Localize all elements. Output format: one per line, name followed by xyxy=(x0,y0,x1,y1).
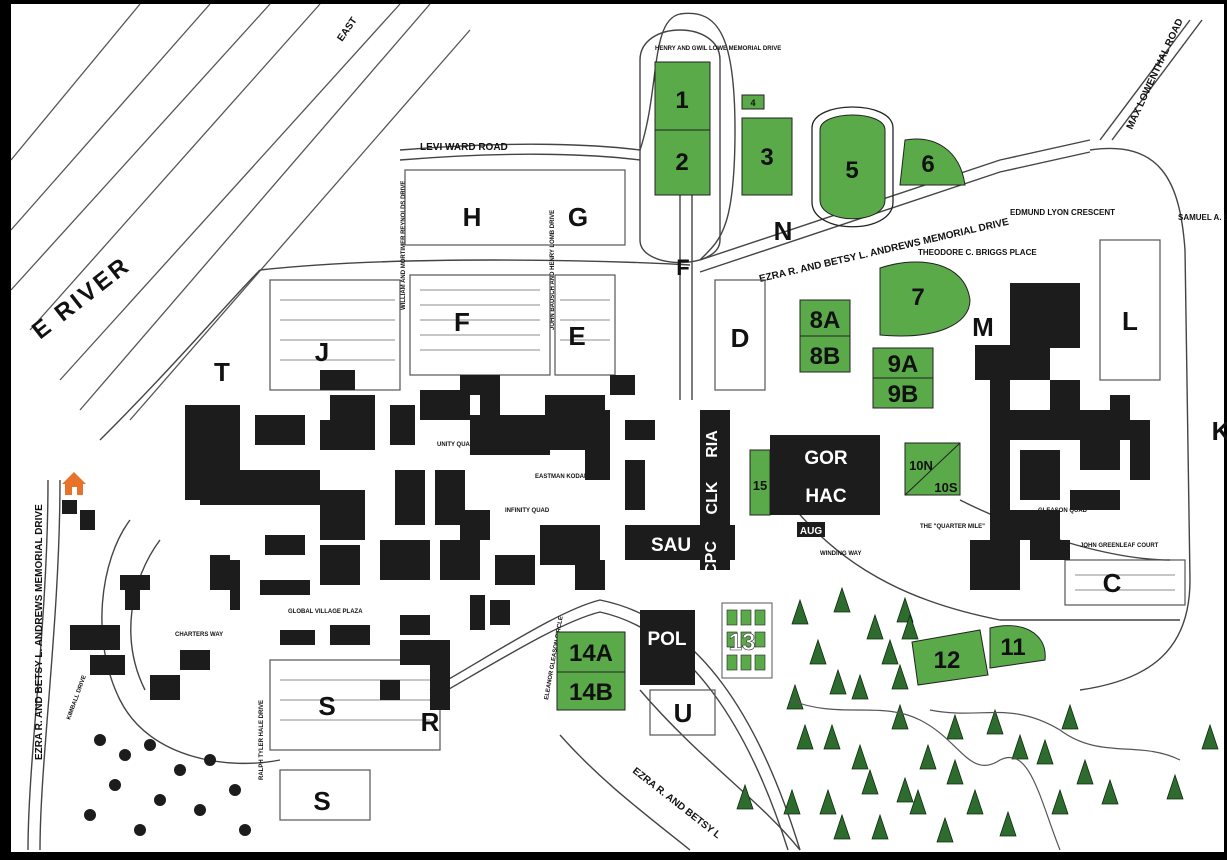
road-label-winding-way: WINDING WAY xyxy=(820,551,861,557)
lot-label-n: N xyxy=(774,216,793,246)
field-label-1: 1 xyxy=(675,87,688,114)
field-label-5: 5 xyxy=(845,157,858,184)
forest-trail-2 xyxy=(929,709,1181,761)
field-6-shape xyxy=(899,138,966,186)
buildings xyxy=(70,283,1150,710)
building-label-clk: CLK xyxy=(704,481,721,514)
building-label-sau: SAU xyxy=(651,535,691,556)
label-infinity-quad: INFINITY QUAD xyxy=(505,508,550,514)
lot-label-k: K xyxy=(1212,416,1227,446)
running-track xyxy=(811,106,894,228)
field-5-shape xyxy=(819,114,886,220)
road-label-levi-ward: LEVI WARD ROAD xyxy=(420,142,508,153)
field-label-9b: 9B xyxy=(888,381,919,408)
field-8b-shape xyxy=(799,335,851,373)
lot-label-l: L xyxy=(1122,306,1138,336)
field-label-13: 13 xyxy=(729,629,756,656)
field-1-shape xyxy=(654,61,711,131)
lot-label-d: D xyxy=(731,323,750,353)
lot-label-c: C xyxy=(1103,568,1122,598)
road-label-samuel-latimore: SAMUEL A. LATIMORE xyxy=(1178,213,1227,222)
lot-label-t: T xyxy=(214,357,230,387)
lot-label-u: U xyxy=(674,698,693,728)
lot-label-r: R xyxy=(421,707,440,737)
lot-label-h: H xyxy=(463,202,482,232)
housing-trees xyxy=(84,734,251,836)
field-12-shape xyxy=(911,629,989,686)
road-label-theodore-briggs: THEODORE C. BRIGGS PLACE xyxy=(918,248,1037,257)
road-label-lomb-drive: JOHN BAUSCH AND HENRY LOMB DRIVE xyxy=(550,210,556,330)
lot-label-e: E xyxy=(568,321,585,351)
field-14b-shape xyxy=(556,671,626,711)
road-network xyxy=(27,12,1203,851)
field-9b-shape xyxy=(872,377,934,409)
tree-icons xyxy=(736,586,1219,843)
building-label-hac: HAC xyxy=(805,486,846,507)
road-label-henry-lowe: HENRY AND GWIL LOWE MEMORIAL DRIVE xyxy=(655,46,781,52)
label-eastman-quad: EASTMAN KODAK QUAD xyxy=(535,474,608,480)
building-label-gor: GOR xyxy=(804,448,848,469)
label-gleason-quad: GLEASON QUAD xyxy=(1038,508,1088,514)
building-label-pol: POL xyxy=(647,629,686,650)
field-13-courts xyxy=(726,609,766,671)
field-label-12: 12 xyxy=(934,647,961,674)
field-label-6: 6 xyxy=(921,151,934,178)
lot-label-f: F xyxy=(454,307,470,337)
field-label-7: 7 xyxy=(911,284,924,311)
field-11-shape xyxy=(989,625,1046,669)
building-label-aug: AUG xyxy=(800,526,822,537)
field-10-divider xyxy=(904,442,961,496)
lot-label-g: G xyxy=(568,202,588,232)
road-label-global-plaza: GLOBAL VILLAGE PLAZA xyxy=(288,609,363,615)
field-label-10s: 10S xyxy=(934,480,957,495)
field-label-4: 4 xyxy=(750,98,755,108)
field-label-3: 3 xyxy=(760,144,773,171)
field-8a-shape xyxy=(799,299,851,337)
forest-trail xyxy=(789,699,1061,851)
lot-label-f2: F xyxy=(676,255,689,280)
lot-label-m: M xyxy=(972,312,994,342)
field-label-8a: 8A xyxy=(810,307,841,334)
road-label-reynolds: WILLIAM AND MORTIMER REYNOLDS DRIVE xyxy=(401,181,407,310)
field-label-9a: 9A xyxy=(888,351,919,378)
field-label-2: 2 xyxy=(675,149,688,176)
field-loop-road xyxy=(639,29,721,264)
field-label-10n: 10N xyxy=(909,458,933,473)
lot-label-j: J xyxy=(315,337,329,367)
field-13-border xyxy=(721,602,773,679)
label-greenleaf-court: JOHN GREENLEAF COURT xyxy=(1080,543,1159,549)
field-7-shape xyxy=(879,261,971,337)
field-label-14a: 14A xyxy=(569,640,613,667)
field-2-shape xyxy=(654,129,711,196)
lot-label-s-north: S xyxy=(318,691,335,721)
label-unity-quad: UNITY QUAD xyxy=(437,442,475,448)
building-label-ria: RIA xyxy=(704,430,721,458)
field-label-11: 11 xyxy=(1000,634,1025,661)
fields xyxy=(556,61,1046,711)
parking-stripes xyxy=(280,289,1175,721)
field-label-14b: 14B xyxy=(569,679,613,706)
road-label-ezra-andrews-west: EZRA R. AND BETSY L. ANDREWS MEMORIAL DR… xyxy=(34,504,45,760)
field-3-shape xyxy=(741,117,793,196)
lot-label-s-south: S xyxy=(313,786,330,816)
field-4-shape xyxy=(741,94,765,110)
house-icon xyxy=(62,472,86,514)
road-label-charters-way: CHARTERS WAY xyxy=(175,632,223,638)
field-label-8b: 8B xyxy=(810,343,841,370)
highway-lines xyxy=(10,3,471,421)
building-label-cpc: CPC xyxy=(703,541,720,575)
road-label-ralph-hale: RALPH TYLER HALE DRIVE xyxy=(259,700,265,780)
road-label-edmund-lyon: EDMUND LYON CRESCENT xyxy=(1010,208,1115,217)
field-label-15: 15 xyxy=(753,478,767,493)
label-quarter-mile: THE "QUARTER MILE" xyxy=(920,524,985,530)
